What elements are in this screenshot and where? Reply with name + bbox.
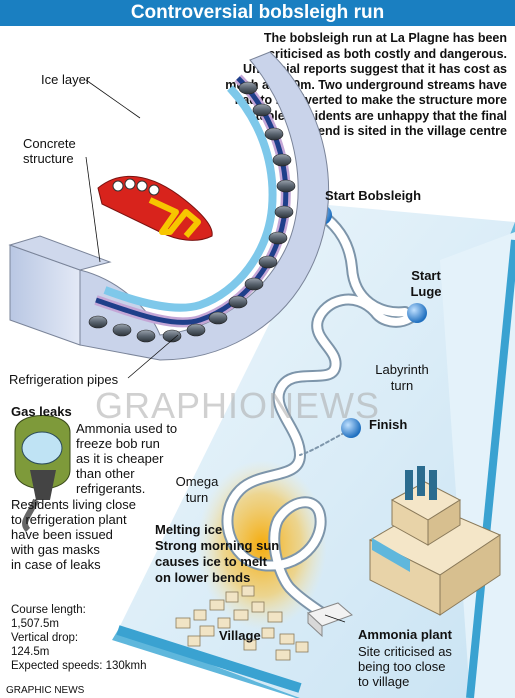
gas-leaks-line9: with gas masks (11, 542, 100, 557)
gas-leaks-line1: Ammonia used to (76, 421, 178, 436)
gas-leaks-line6: Residents living close (11, 497, 137, 512)
gas-leaks-line2: freeze bob run (76, 436, 160, 451)
ammonia-plant-illustration (307, 466, 502, 638)
start-luge-label-line2: Luge (410, 284, 442, 299)
watermark: GRAPHIONEWS (95, 385, 381, 426)
start-luge-marker (407, 303, 427, 323)
gas-leaks-line7: to refrigeration plant (11, 512, 127, 527)
melting-ice-line1: Strong morning sun (155, 538, 280, 553)
ammonia-plant-line2: being too close (358, 659, 446, 674)
ammonia-plant-line1: Site criticised as (358, 644, 452, 659)
concrete-label-line2: structure (23, 151, 74, 166)
gas-leaks-line4: than other (76, 466, 135, 481)
ammonia-plant-heading: Ammonia plant (358, 627, 452, 642)
gas-leaks-line5: refrigerants. (76, 481, 146, 496)
melting-ice-heading: Melting ice (155, 522, 223, 537)
vertical-drop-value: 124.5m (11, 646, 50, 658)
gas-leaks-heading: Gas leaks (11, 404, 72, 419)
gas-leaks-line10: in case of leaks (11, 557, 101, 572)
gas-mask-icon (14, 415, 71, 533)
finish-marker (341, 418, 361, 438)
leader-lines (85, 79, 346, 623)
omega-turn-label-line1: Omega (175, 474, 219, 489)
labyrinth-label-line2: turn (390, 378, 414, 393)
finish-label: Finish (369, 417, 408, 432)
village-houses (175, 585, 309, 661)
title-bar: Controversial bobsleigh run (0, 0, 515, 26)
vertical-drop-label: Vertical drop: (11, 632, 79, 644)
page-title: Controversial bobsleigh run (130, 2, 385, 23)
melting-ice-line3: on lower bends (155, 570, 251, 585)
village-label: Village (219, 628, 261, 643)
labyrinth-label-line1: Labyrinth (375, 362, 429, 377)
gas-leaks-line8: have been issued (11, 527, 113, 542)
credit: GRAPHIC NEWS (6, 685, 85, 696)
ice-layer-label: Ice layer (41, 72, 91, 87)
concrete-label-line1: Concrete (23, 136, 76, 151)
course-length-value: 1,507.5m (11, 618, 59, 630)
melting-ice-line2: causes ice to melt (155, 554, 267, 569)
expected-speeds: Expected speeds: 130kmh (11, 660, 147, 672)
bobsleigh-sled (97, 175, 213, 241)
track-cross-section (8, 51, 330, 361)
refrigeration-pipes-label: Refrigeration pipes (9, 372, 119, 387)
omega-turn-label-line2: turn (185, 490, 209, 505)
start-bobsleigh-label: Start Bobsleigh (325, 188, 422, 203)
gas-leaks-line3: as it is cheaper (76, 451, 164, 466)
start-luge-label-line1: Start (411, 268, 441, 283)
ammonia-plant-line3: to village (358, 674, 410, 689)
course-length-label: Course length: (11, 604, 86, 616)
